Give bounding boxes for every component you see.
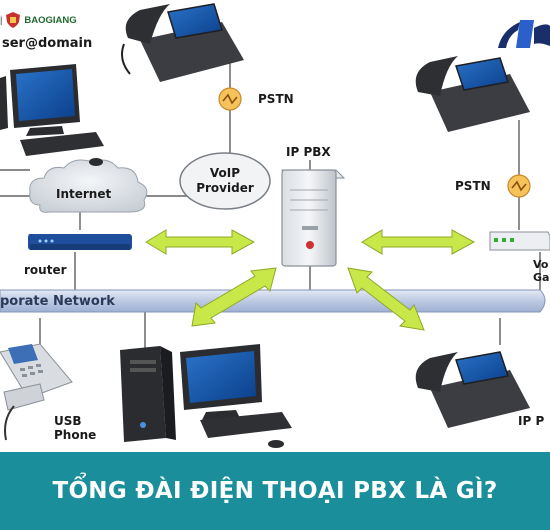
usb-phone-icon <box>0 343 73 441</box>
ip-phone-right-icon <box>415 56 530 132</box>
brand-separator: | <box>0 15 3 25</box>
ip-pbx-label: IP PBX <box>286 145 331 159</box>
corporate-network-bar <box>0 289 546 313</box>
arrow-router-pbx <box>145 229 256 255</box>
title-banner: TỔNG ĐÀI ĐIỆN THOẠI PBX LÀ GÌ? <box>0 452 550 530</box>
brand-name: BAOGIANG <box>24 14 77 26</box>
voip-gateway-label-2: Ga <box>533 271 550 284</box>
voip-provider-label-2: Provider <box>196 181 254 195</box>
router-icon <box>28 234 132 250</box>
corporate-network-label: porate Network <box>0 294 115 309</box>
ip-pbx-server-icon <box>280 169 346 267</box>
arrow-pbx-lowerleft <box>191 267 277 327</box>
user-domain-label: ser@domain <box>2 36 93 51</box>
ip-phone-bottom-right-icon <box>415 351 530 428</box>
ip-phone-top-icon <box>121 3 244 82</box>
corner-logo-icon <box>498 20 550 48</box>
internet-label: Internet <box>56 187 112 201</box>
arrow-pbx-lowerright <box>347 267 425 331</box>
pstn-right-icon <box>507 174 531 198</box>
voip-gateway-label-1: Vo <box>533 258 549 271</box>
desktop-computer-icon <box>120 344 292 448</box>
voip-provider-badge <box>179 152 271 210</box>
ip-pbx-phone-label: IP P <box>518 414 545 428</box>
voip-provider-label-1: VoIP <box>209 166 241 180</box>
shield-logo-icon <box>6 12 21 28</box>
voip-gateway-icon <box>489 231 550 251</box>
pstn-right-label: PSTN <box>455 179 491 193</box>
computer-top-left-icon <box>0 64 104 166</box>
internet-cloud-icon <box>29 159 148 213</box>
network-diagram: | BAOGIANG ser@domain Internet VoIP Prov… <box>0 3 550 448</box>
pstn-top-icon <box>218 87 242 111</box>
usb-phone-label-2: Phone <box>54 428 97 442</box>
pstn-top-label: PSTN <box>258 92 294 106</box>
brand-logo: | BAOGIANG <box>0 12 77 28</box>
diagram-canvas <box>0 3 550 448</box>
router-label: router <box>24 263 67 277</box>
usb-phone-label-1: USB <box>54 414 82 428</box>
banner-title: TỔNG ĐÀI ĐIỆN THOẠI PBX LÀ GÌ? <box>52 478 498 504</box>
arrow-pbx-gateway <box>361 229 476 255</box>
